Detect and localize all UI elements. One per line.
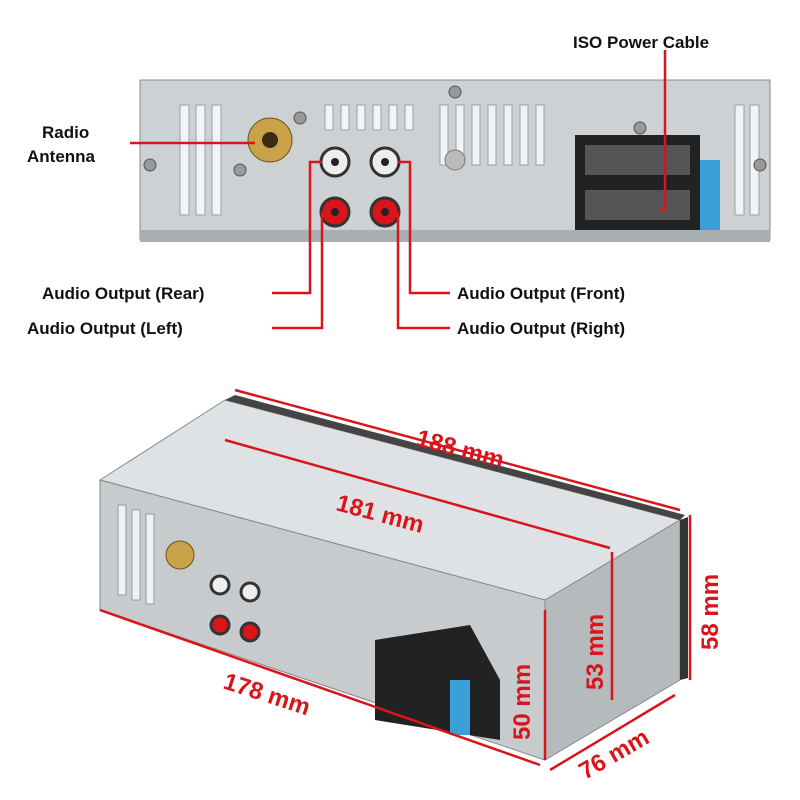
label-audio-rear: Audio Output (Rear) (42, 284, 204, 303)
dim-height-58: 58 mm (697, 574, 724, 650)
label-audio-front: Audio Output (Front) (457, 284, 625, 303)
label-antenna: Antenna (27, 147, 96, 166)
label-audio-right: Audio Output (Right) (457, 319, 625, 338)
unit-3d (98, 395, 688, 761)
fuse (700, 160, 720, 230)
label-radio: Radio (42, 123, 89, 142)
dim-height-50: 50 mm (509, 664, 536, 740)
label-audio-left: Audio Output (Left) (27, 319, 183, 338)
label-iso-power-cable: ISO Power Cable (573, 33, 709, 52)
rear-panel (139, 79, 771, 242)
dim-height-53: 53 mm (582, 614, 609, 690)
